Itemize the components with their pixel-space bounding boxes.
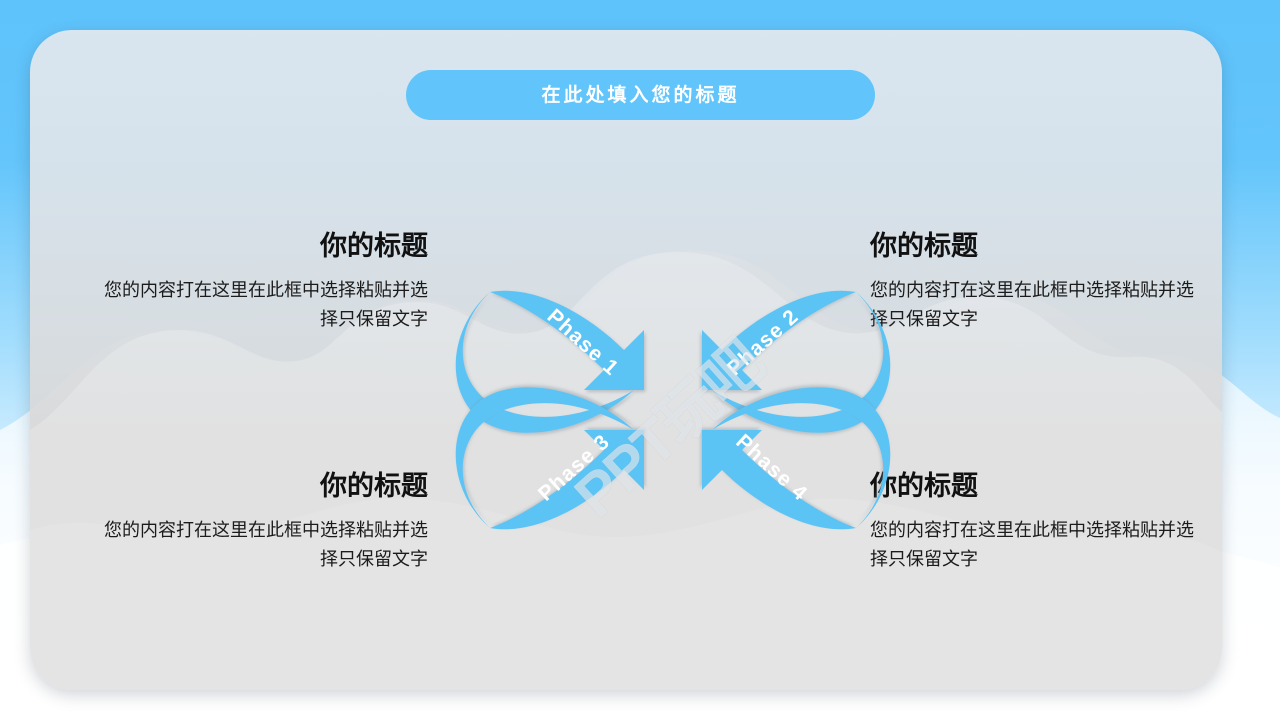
text-block-bottom-right: 你的标题 您的内容打在这里在此框中选择粘贴并选择只保留文字 bbox=[870, 471, 1200, 574]
heading-top-left: 你的标题 bbox=[320, 231, 428, 261]
text-block-bottom-left: 你的标题 您的内容打在这里在此框中选择粘贴并选择只保留文字 bbox=[98, 471, 428, 574]
heading-top-right: 你的标题 bbox=[870, 231, 978, 261]
arrow-phase-3 bbox=[455, 387, 644, 530]
text-block-top-right: 你的标题 您的内容打在这里在此框中选择粘贴并选择只保留文字 bbox=[870, 231, 1200, 334]
heading-bottom-right: 你的标题 bbox=[870, 471, 978, 501]
page-title: 在此处填入您的标题 bbox=[541, 84, 740, 106]
body-bottom-right: 您的内容打在这里在此框中选择粘贴并选择只保留文字 bbox=[870, 519, 1194, 569]
body-top-left: 您的内容打在这里在此框中选择粘贴并选择只保留文字 bbox=[104, 279, 428, 329]
text-block-top-left: 你的标题 您的内容打在这里在此框中选择粘贴并选择只保留文字 bbox=[98, 231, 428, 334]
phase-arrow-diagram: Phase 1 Phase 2 Phase 3 Phase 4 bbox=[455, 290, 891, 530]
arrow-phase-4 bbox=[702, 387, 891, 530]
content-panel: 在此处填入您的标题 你的标题 您的内容打在这里在此框中选择粘贴并选择只保留文字 … bbox=[30, 30, 1222, 690]
slide-title-pill: 在此处填入您的标题 bbox=[406, 70, 875, 120]
body-top-right: 您的内容打在这里在此框中选择粘贴并选择只保留文字 bbox=[870, 279, 1194, 329]
body-bottom-left: 您的内容打在这里在此框中选择粘贴并选择只保留文字 bbox=[104, 519, 428, 569]
heading-bottom-left: 你的标题 bbox=[320, 471, 428, 501]
